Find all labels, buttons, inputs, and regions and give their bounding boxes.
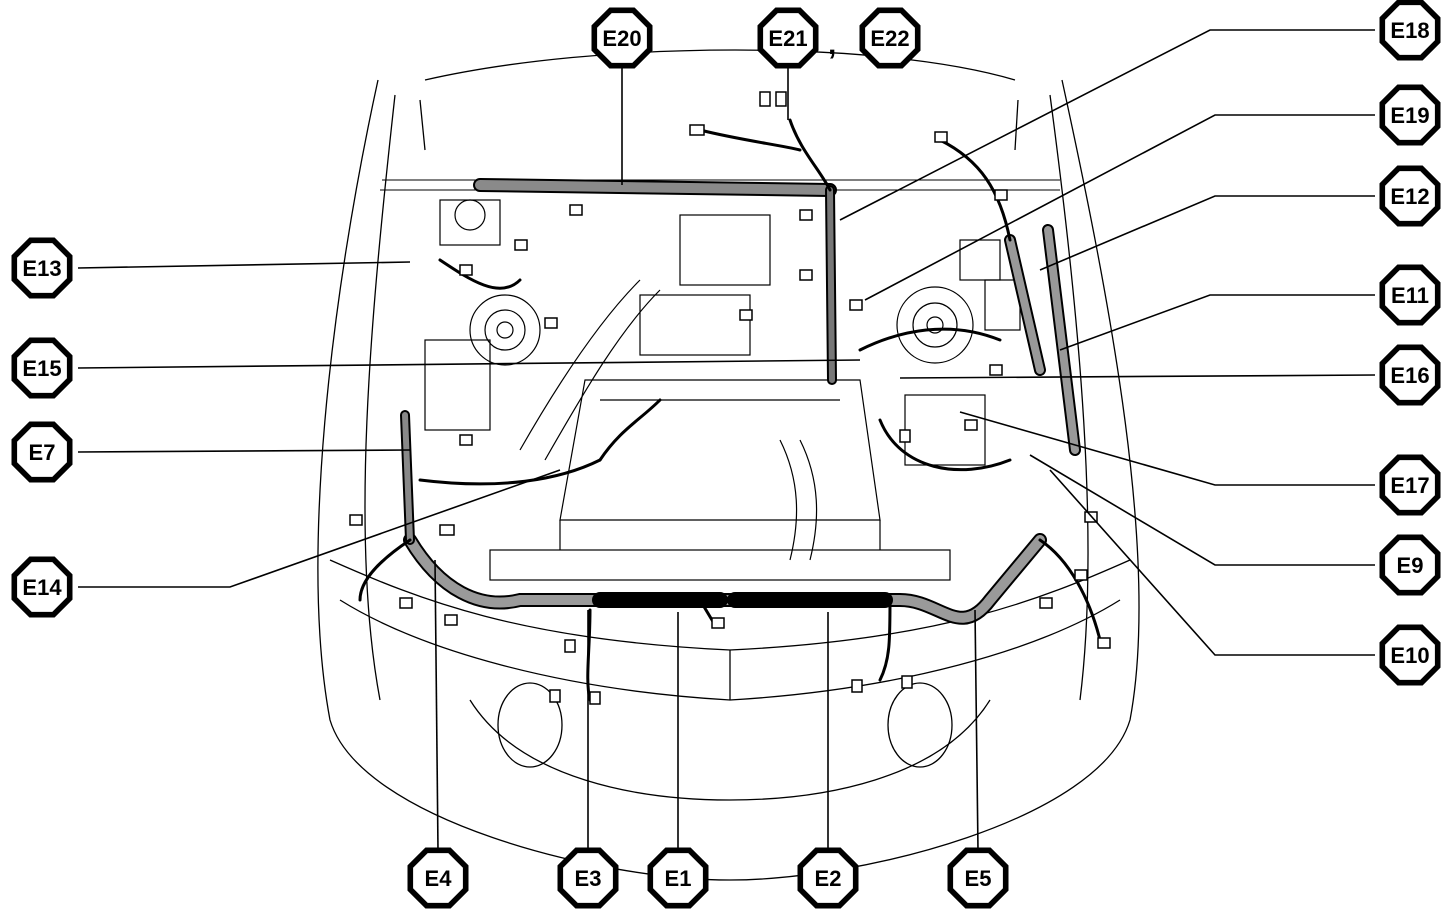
label-octagon-inner: [953, 853, 1003, 903]
label-text-e21: E21: [768, 26, 807, 51]
label-text-e2: E2: [815, 866, 842, 891]
label-e7: E7: [11, 421, 73, 483]
label-octagon-inner: [597, 13, 647, 63]
engine-bay-components: [424, 199, 1021, 581]
label-octagon-inner: [865, 13, 915, 63]
label-e4: E4: [407, 847, 469, 909]
label-octagon-inner: [1385, 350, 1435, 400]
label-e14: E14: [11, 556, 73, 618]
label-text-e12: E12: [1390, 184, 1429, 209]
label-e13: E13: [11, 237, 73, 299]
leader-e12: [1039, 195, 1375, 271]
label-text-e20: E20: [602, 26, 641, 51]
leader-e13: [77, 261, 411, 269]
leader-e11: [1059, 294, 1375, 351]
label-text-e14: E14: [22, 575, 62, 600]
label-octagon-inner: [1385, 460, 1435, 510]
label-e2: E2: [797, 847, 859, 909]
leader-e15: [77, 359, 861, 369]
leader-e16: [899, 374, 1376, 379]
label-octagon-inner: [1385, 90, 1435, 140]
label-text-e7: E7: [29, 440, 56, 465]
label-e21: E21: [757, 7, 819, 69]
label-e10: E10: [1379, 624, 1441, 686]
label-text-e9: E9: [1397, 553, 1424, 578]
label-text-e19: E19: [1390, 103, 1429, 128]
label-separator: ,: [828, 28, 836, 61]
label-octagon-inner: [1385, 5, 1435, 55]
label-text-e10: E10: [1390, 643, 1429, 668]
label-e11: E11: [1379, 264, 1441, 326]
leader-e9: [1029, 454, 1375, 566]
label-octagon-inner: [17, 243, 67, 293]
leader-e17: [959, 411, 1375, 486]
label-text-e15: E15: [22, 356, 61, 381]
leader-e5: [974, 609, 979, 851]
label-octagon-inner: [1385, 630, 1435, 680]
label-octagon-inner: [1385, 171, 1435, 221]
label-text-e18: E18: [1390, 18, 1429, 43]
label-e22: E22: [859, 7, 921, 69]
label-text-e16: E16: [1390, 363, 1429, 388]
label-e1: E1: [647, 847, 709, 909]
leader-e18: [839, 29, 1375, 221]
label-text-e11: E11: [1391, 283, 1429, 308]
label-text-e17: E17: [1390, 473, 1429, 498]
label-text-e4: E4: [425, 866, 453, 891]
label-e5: E5: [947, 847, 1009, 909]
label-e19: E19: [1379, 84, 1441, 146]
label-octagon-inner: [803, 853, 853, 903]
label-octagon-inner: [1385, 540, 1435, 590]
label-octagon-inner: [563, 853, 613, 903]
vehicle-body-outline: [317, 49, 1140, 881]
label-octagon-inner: [17, 427, 67, 477]
label-octagon-inner: [17, 343, 67, 393]
label-text-e22: E22: [870, 26, 909, 51]
label-text-e13: E13: [22, 256, 61, 281]
label-octagon-inner: [17, 562, 67, 612]
label-e9: E9: [1379, 534, 1441, 596]
label-e20: E20: [591, 7, 653, 69]
label-text-e1: E1: [665, 866, 692, 891]
wire-harness: [349, 91, 1111, 705]
label-e12: E12: [1379, 165, 1441, 227]
label-e18: E18: [1379, 0, 1441, 61]
label-octagon-inner: [413, 853, 463, 903]
label-octagon-inner: [653, 853, 703, 903]
label-e3: E3: [557, 847, 619, 909]
leader-e14: [78, 469, 561, 588]
leader-e10: [1049, 469, 1375, 656]
label-text-e5: E5: [965, 866, 992, 891]
label-e17: E17: [1379, 454, 1441, 516]
leader-e4: [434, 559, 439, 851]
label-e16: E16: [1379, 344, 1441, 406]
leader-e19: [864, 114, 1375, 301]
label-octagon-inner: [763, 13, 813, 63]
label-e15: E15: [11, 337, 73, 399]
leader-lines: [77, 29, 1376, 851]
leader-e7: [77, 449, 411, 453]
label-text-e3: E3: [575, 866, 602, 891]
label-octagon-inner: [1385, 270, 1435, 320]
